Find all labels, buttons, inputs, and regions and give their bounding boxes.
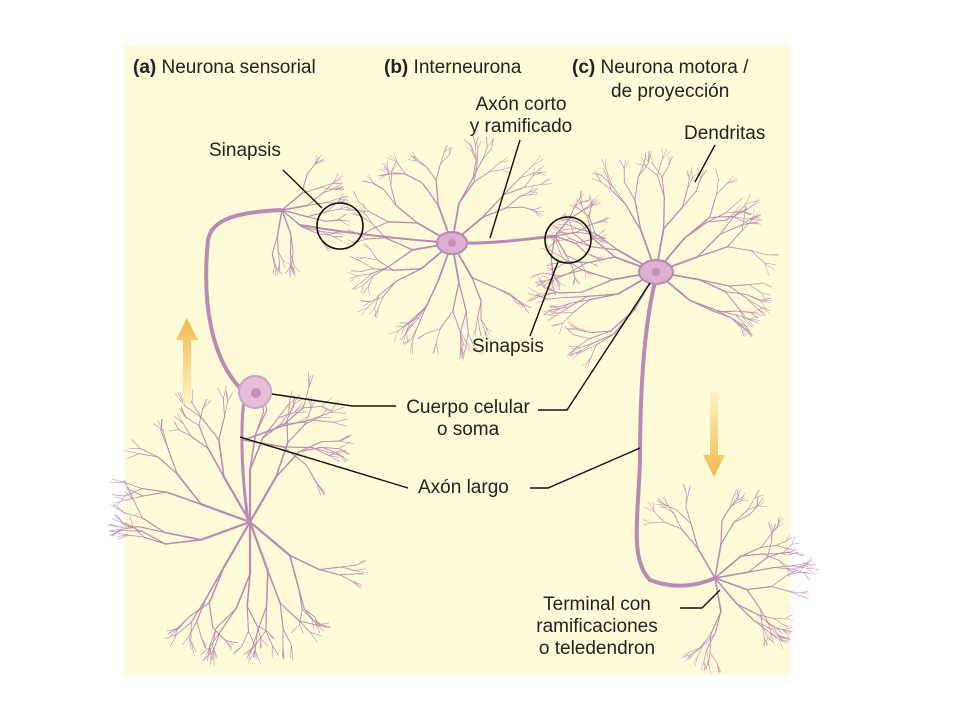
- diagram-panel: [125, 45, 790, 675]
- heading-b-letter: (b): [384, 57, 409, 78]
- heading-a-text: Neurona sensorial: [161, 57, 316, 78]
- label-terminal: Terminal con ramificaciones o teledendro…: [515, 594, 679, 660]
- interneuron-nucleus: [448, 239, 456, 247]
- leader-axon-corto: [489, 139, 521, 239]
- label-axon-largo: Axón largo: [418, 477, 509, 498]
- heading-c-text-line1: Neurona motora /: [600, 57, 749, 78]
- leader-sinapsis-bottom: [529, 261, 559, 337]
- label-cuerpo-line1: Cuerpo celular: [406, 397, 530, 418]
- arrow-down-icon: [703, 392, 725, 477]
- arrow-up-icon: [176, 318, 198, 404]
- label-axon-corto-line2: y ramificado: [469, 116, 573, 137]
- leader-cuerpo-right: [538, 282, 651, 411]
- label-axon-corto-line1: Axón corto: [475, 94, 567, 115]
- sensory-axon-lower: [240, 399, 250, 521]
- leader-axon-largo-left: [239, 436, 409, 489]
- heading-c-letter: (c): [572, 57, 596, 78]
- leader-axon-largo-right: [530, 447, 641, 489]
- leader-terminal: [680, 589, 721, 609]
- label-sinapsis-top: Sinapsis: [209, 140, 281, 161]
- leader-dendritas: [694, 144, 716, 183]
- heading-c-line2: de proyección: [611, 81, 730, 102]
- heading-c: (c) Neurona motora /: [572, 57, 748, 79]
- label-terminal-line1: Terminal con: [543, 594, 651, 615]
- label-cuerpo-line2: o soma: [436, 419, 500, 440]
- label-axon-corto: Axón corto y ramificado: [461, 94, 581, 138]
- heading-b: (b) Interneurona: [384, 57, 521, 79]
- sensory-axon: [204, 208, 283, 394]
- label-terminal-line2: ramificaciones: [536, 616, 658, 637]
- label-cuerpo-celular: Cuerpo celular o soma: [398, 397, 538, 441]
- sensory-soma-nucleus: [251, 388, 261, 398]
- label-terminal-line3: o teledendron: [538, 638, 656, 659]
- heading-a-letter: (a): [133, 57, 157, 78]
- leader-sinapsis-top: [282, 169, 323, 209]
- heading-b-text: Interneurona: [413, 57, 522, 78]
- synapse-circle-left: [316, 202, 364, 250]
- motor-axon: [634, 277, 716, 588]
- leader-cuerpo-left: [271, 393, 396, 407]
- label-sinapsis-bottom: Sinapsis: [472, 336, 544, 357]
- motor-nucleus: [652, 268, 660, 276]
- label-dendritas: Dendritas: [684, 123, 766, 144]
- heading-a: (a) Neurona sensorial: [133, 57, 316, 79]
- synapse-circle-right: [544, 216, 592, 264]
